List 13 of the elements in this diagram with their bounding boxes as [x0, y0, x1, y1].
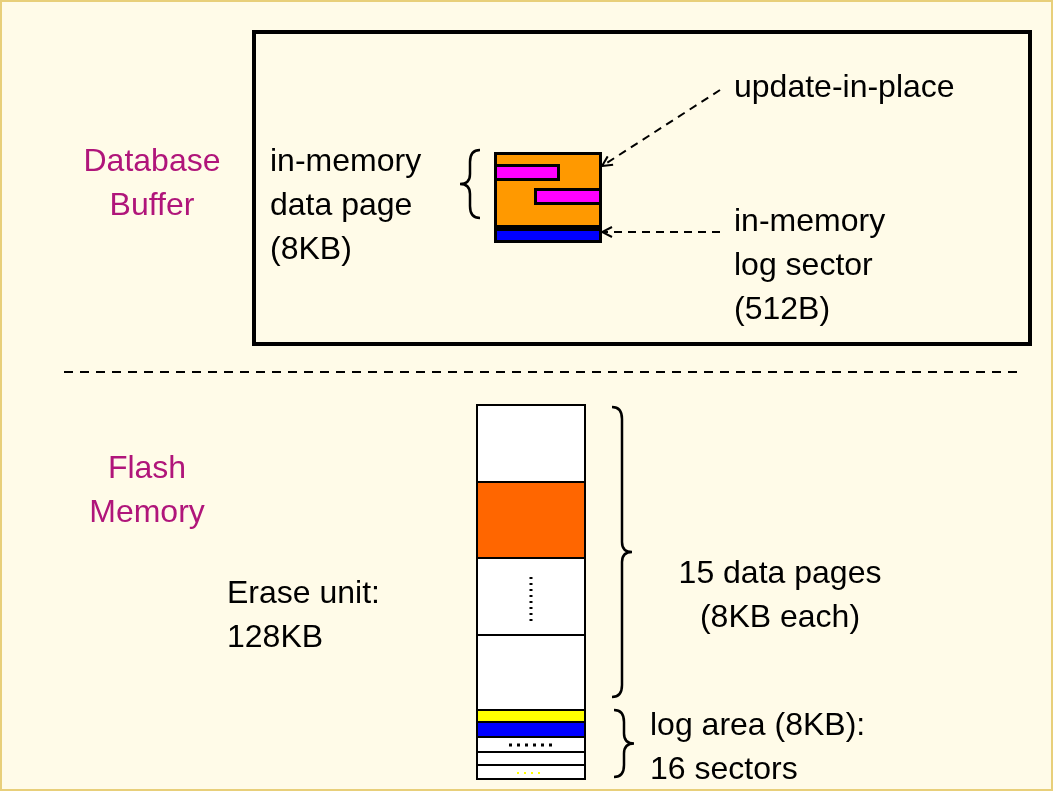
text-label: in-memory log sector (512B)	[734, 198, 934, 330]
log-sector-bar	[494, 228, 602, 243]
section-heading: Flash Memory	[88, 448, 206, 531]
text-label: 15 data pages (8KB each)	[677, 553, 883, 636]
text-label: in-memory data page (8KB)	[270, 141, 423, 268]
arrow	[601, 89, 721, 167]
buffer-frame	[252, 30, 1032, 346]
data-page-block	[494, 152, 602, 228]
section-heading: Database Buffer	[82, 141, 222, 224]
arrow	[601, 226, 721, 238]
text-label: log area (8KB): 16 sectors	[650, 705, 867, 788]
text-label: Erase unit: 128KB	[227, 573, 381, 656]
text-label: update-in-place	[734, 64, 1004, 108]
